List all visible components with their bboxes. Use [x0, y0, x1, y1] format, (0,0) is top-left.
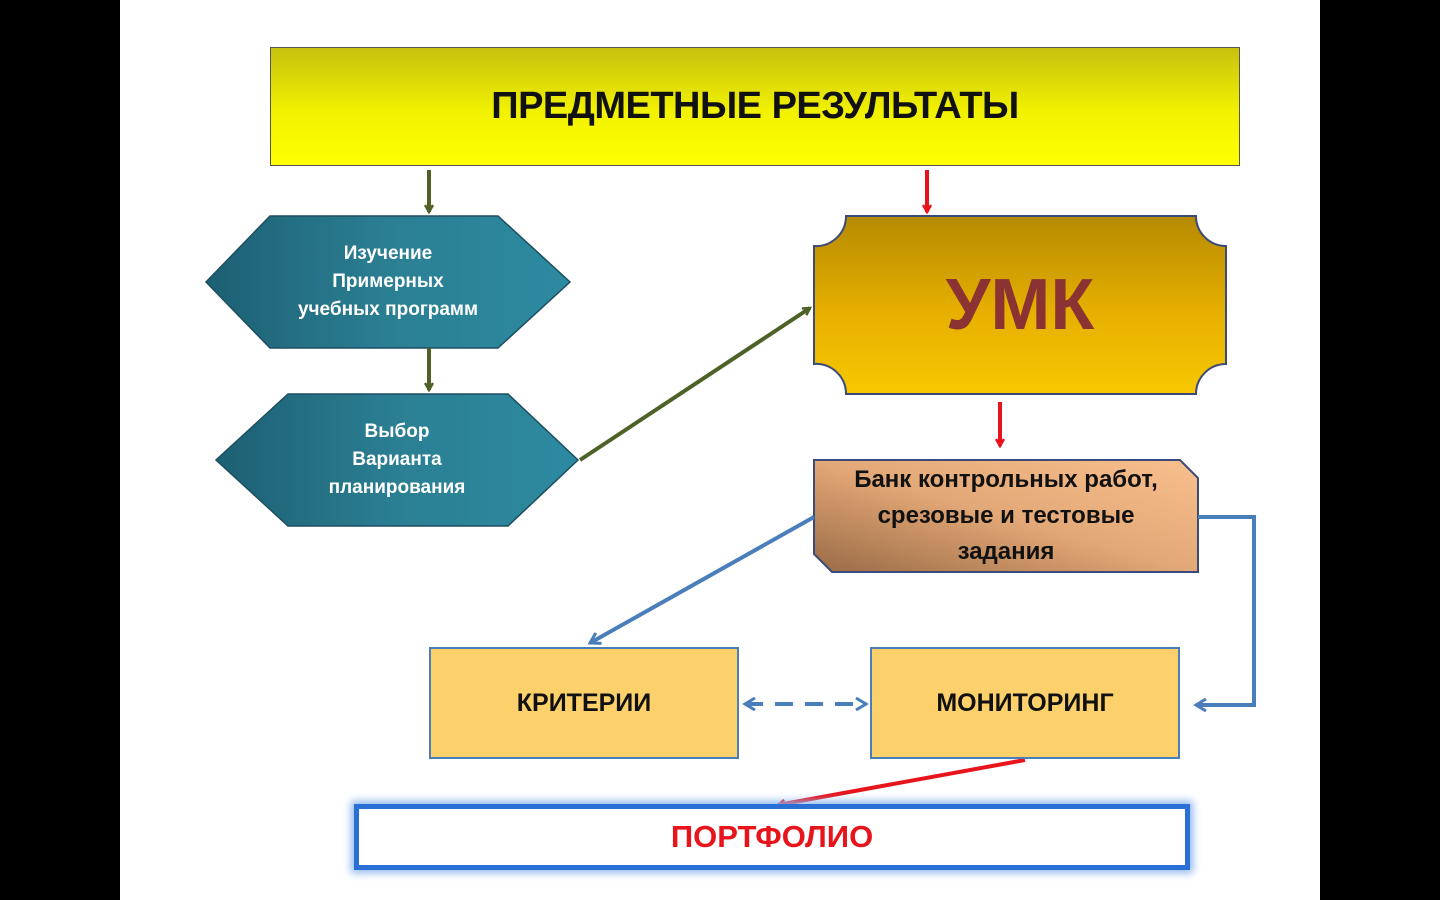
- choose-variant-label: Выбор Варианта планирования: [216, 394, 578, 526]
- bank-line: задания: [957, 538, 1055, 565]
- choose-variant-line: Варианта: [352, 449, 442, 470]
- criteria-box: [429, 647, 739, 759]
- bank-line: срезовые и тестовые: [877, 502, 1135, 529]
- arrow-bank-to-monitoring: [1196, 515, 1256, 705]
- choose-variant-line: планирования: [328, 477, 466, 498]
- arrow-bank-to-criteria: [590, 515, 815, 643]
- monitoring-box: [870, 647, 1180, 759]
- umk-plaque: [813, 215, 1227, 395]
- arrow-variant-to-umk: [578, 306, 810, 462]
- arrow-monitoring-to-portfolio: [778, 758, 1026, 805]
- portfolio-label: ПОРТФОЛИО: [670, 819, 874, 854]
- hexagon-study-programs: [204, 215, 572, 349]
- bank-label: Банк контрольных работ, срезовые и тесто…: [814, 460, 1198, 572]
- hexagon-choose-variant: [214, 393, 580, 527]
- study-programs-line: Изучение: [343, 243, 433, 264]
- portfolio-box: [354, 804, 1190, 870]
- study-programs-line: учебных программ: [297, 299, 479, 320]
- title-text: ПРЕДМЕТНЫЕ РЕЗУЛЬТАТЫ: [491, 85, 1019, 127]
- choose-variant-line: Выбор: [364, 421, 430, 442]
- umk-label: УМК: [945, 265, 1095, 345]
- study-programs-line: Примерных: [332, 271, 444, 292]
- monitoring-label: МОНИТОРИНГ: [936, 688, 1114, 717]
- title-box: [270, 47, 1240, 166]
- criteria-label: КРИТЕРИИ: [516, 688, 652, 717]
- bank-box: [813, 459, 1199, 573]
- study-programs-label: Изучение Примерных учебных программ: [206, 216, 570, 348]
- bank-line: Банк контрольных работ,: [854, 466, 1158, 493]
